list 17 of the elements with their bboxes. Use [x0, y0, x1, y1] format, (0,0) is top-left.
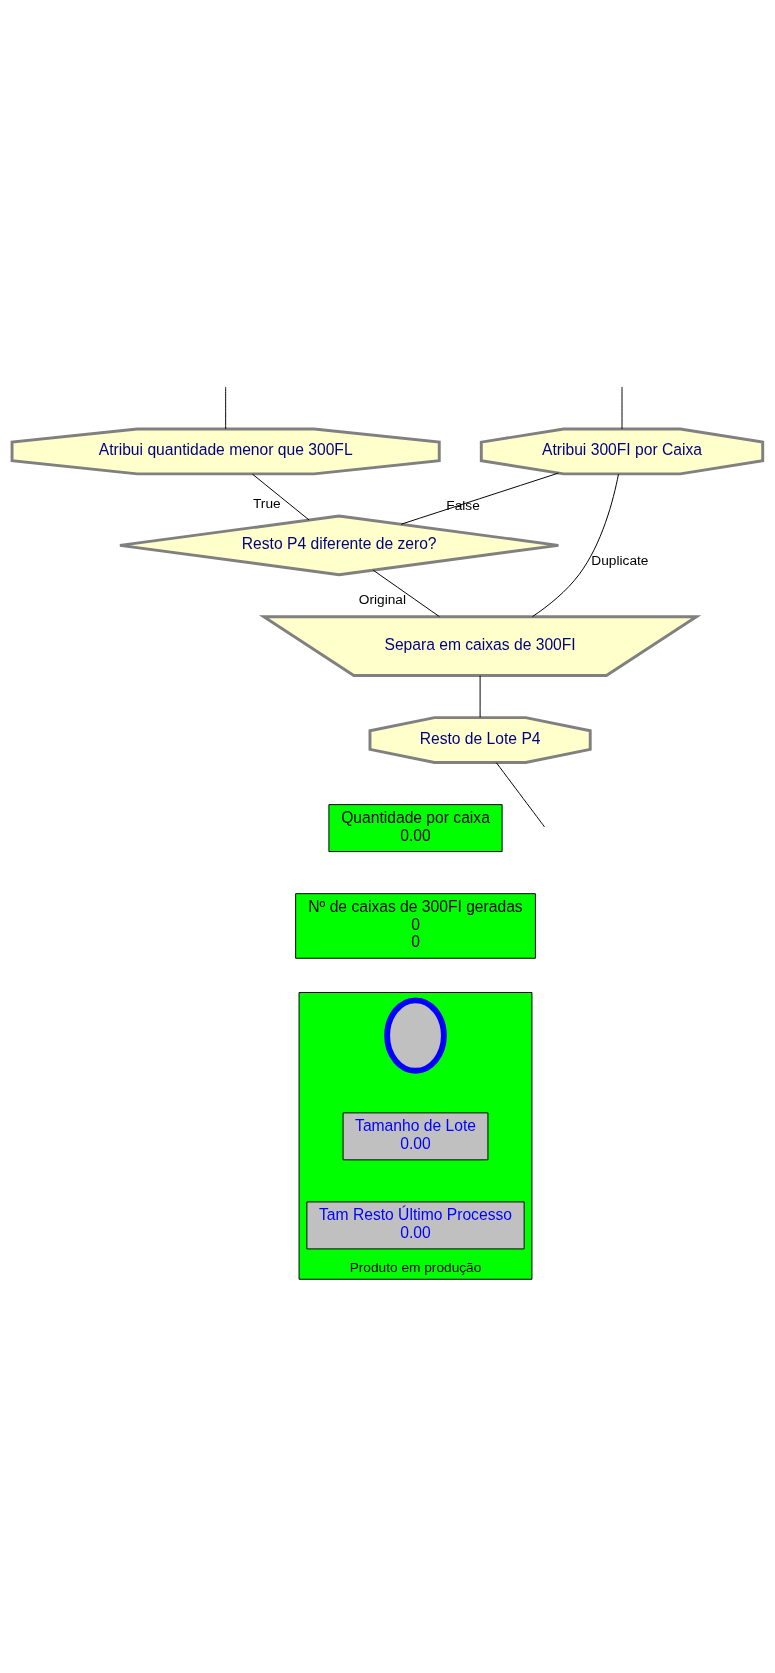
- node-circle: [384, 997, 447, 1074]
- connector: [531, 473, 619, 618]
- node-box: Nº de caixas de 300FI geradas 0 0: [295, 893, 536, 959]
- connector: [372, 569, 440, 618]
- connector: [400, 472, 559, 525]
- node-box: Tam Resto Último Processo 0.00: [306, 1201, 525, 1250]
- node-box: Quantidade por caixa 0.00: [328, 804, 503, 853]
- edge-label: Duplicate: [591, 552, 649, 568]
- connector: [495, 762, 546, 828]
- edge-label: Original: [358, 592, 406, 608]
- node-box: Tamanho de Lote 0.00: [342, 1112, 489, 1161]
- connector: [621, 386, 623, 430]
- node-diamond: Resto P4 diferente de zero?: [118, 514, 560, 577]
- connector: [479, 675, 481, 718]
- connector: [251, 473, 310, 521]
- connector: [225, 386, 227, 430]
- edge-label: True: [252, 495, 281, 511]
